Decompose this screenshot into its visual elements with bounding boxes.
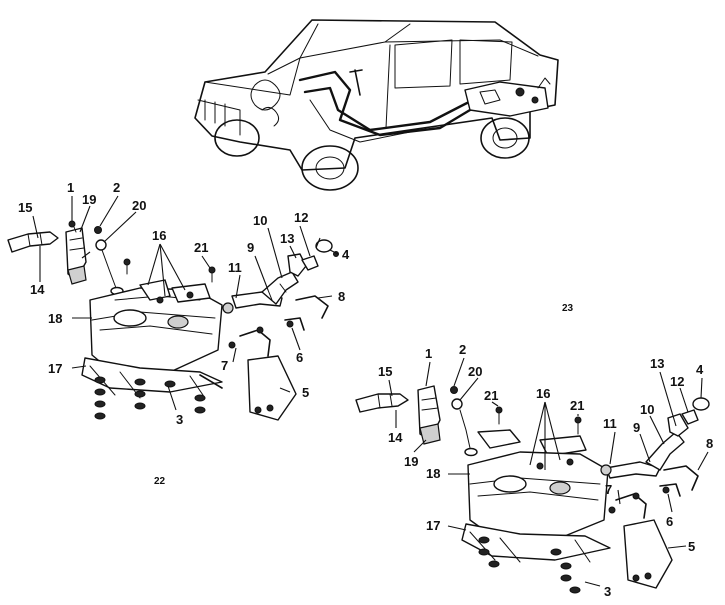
callout-5-left: 5 xyxy=(302,385,309,400)
callout-21b-right: 21 xyxy=(570,398,584,413)
callout-3-left: 3 xyxy=(176,412,183,427)
callout-20-right: 20 xyxy=(468,364,482,379)
left-callouts: 1 2 3 4 5 6 7 8 9 10 11 12 13 14 15 16 1… xyxy=(18,180,350,427)
callout-7-left: 7 xyxy=(221,358,228,373)
callout-13-right: 13 xyxy=(650,356,664,371)
figure-label-23: 23 xyxy=(562,303,574,314)
callout-19-left: 19 xyxy=(82,192,96,207)
callout-7-right: 7 xyxy=(605,482,612,497)
callout-18-left: 18 xyxy=(48,311,62,326)
callout-14-right: 14 xyxy=(388,430,403,445)
left-assembly xyxy=(7,220,339,421)
callout-10-left: 10 xyxy=(253,213,267,228)
leader-lines xyxy=(32,195,709,587)
callout-8-left: 8 xyxy=(338,289,345,304)
callout-2-right: 2 xyxy=(459,342,466,357)
callout-17-right: 17 xyxy=(426,518,440,533)
callout-1-left: 1 xyxy=(67,180,74,195)
callout-19-right: 19 xyxy=(404,454,418,469)
right-assembly xyxy=(355,385,710,594)
callout-12-right: 12 xyxy=(670,374,684,389)
callout-15-left: 15 xyxy=(18,200,32,215)
callout-5-right: 5 xyxy=(688,539,695,554)
callout-2-left: 2 xyxy=(113,180,120,195)
callout-4-right: 4 xyxy=(696,362,704,377)
right-callouts: 1 2 3 4 5 6 7 8 9 10 11 12 13 14 15 16 1… xyxy=(378,342,713,599)
callout-1-right: 1 xyxy=(425,346,432,361)
callout-10-right: 10 xyxy=(640,402,654,417)
vehicle-outline-drawing xyxy=(194,19,559,191)
callout-14-left: 14 xyxy=(30,282,45,297)
callout-21-left: 21 xyxy=(194,240,208,255)
callout-11-right: 11 xyxy=(603,416,617,431)
callout-17-left: 17 xyxy=(48,361,62,376)
callout-12-left: 12 xyxy=(294,210,308,225)
callout-9-right: 9 xyxy=(633,420,640,435)
callout-18-right: 18 xyxy=(426,466,440,481)
callout-15-right: 15 xyxy=(378,364,392,379)
callout-8-right: 8 xyxy=(706,436,713,451)
callout-13-left: 13 xyxy=(280,231,294,246)
callout-16-right: 16 xyxy=(536,386,550,401)
callout-6-left: 6 xyxy=(296,350,303,365)
callout-16-left: 16 xyxy=(152,228,166,243)
callout-3-right: 3 xyxy=(604,584,611,599)
callout-9-left: 9 xyxy=(247,240,254,255)
callout-20-left: 20 xyxy=(132,198,146,213)
callout-4-left: 4 xyxy=(342,247,350,262)
callout-6-right: 6 xyxy=(666,514,673,529)
callout-21a-right: 21 xyxy=(484,388,498,403)
figure-label-22: 22 xyxy=(154,476,166,487)
callout-11-left: 11 xyxy=(228,260,242,275)
